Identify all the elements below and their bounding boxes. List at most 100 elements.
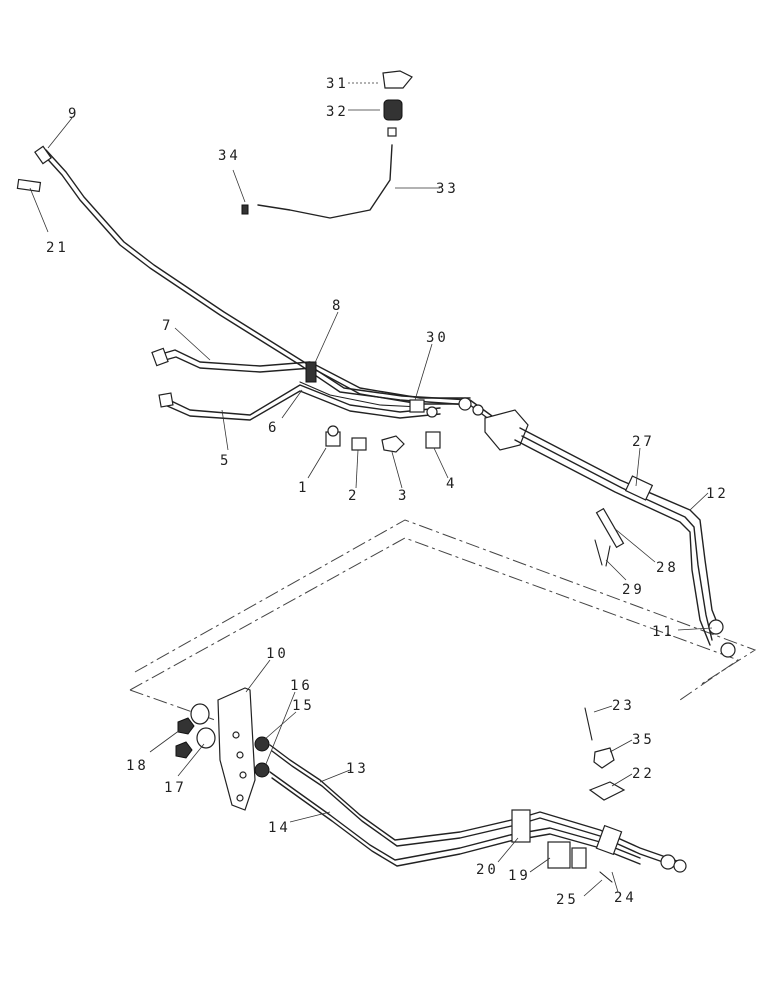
callout-28: 28 [656, 560, 679, 576]
bolt-part-25 [599, 871, 613, 883]
tube-part-12-b [521, 435, 713, 641]
leader-13 [319, 769, 351, 783]
tube-end-fitting-9 [34, 145, 52, 165]
leader-19 [529, 857, 551, 873]
bracket-hole-4 [236, 794, 244, 802]
leader-5 [221, 409, 229, 451]
coupling-nut-b [472, 404, 484, 416]
bracket-hole-2 [236, 751, 244, 759]
bracket-hole-1 [232, 731, 240, 739]
long-tube-assembly [16, 145, 493, 421]
callout-7: 7 [162, 318, 173, 334]
bolt-part-23 [584, 707, 593, 741]
tube-end-7 [151, 347, 169, 367]
tube-part-9-b [45, 149, 493, 417]
callout-labels: 9 21 31 32 33 34 7 8 30 5 6 1 2 3 4 27 1… [46, 76, 726, 908]
leader-8 [313, 311, 339, 366]
reference-outline [129, 519, 757, 721]
callout-3: 3 [398, 488, 409, 504]
leader-12 [689, 492, 709, 511]
callout-22: 22 [632, 766, 655, 782]
callout-33: 33 [436, 181, 459, 197]
leader-15 [263, 711, 297, 741]
clamp-part-24 [595, 824, 623, 856]
fitting-part-2 [351, 437, 367, 451]
sleeve-part-21 [16, 178, 42, 193]
leader-18 [149, 729, 181, 753]
callout-20: 20 [476, 862, 499, 878]
tube-part-14-b [271, 777, 641, 867]
callout-14: 14 [268, 820, 291, 836]
leader-22 [611, 773, 633, 787]
leader-27 [635, 447, 641, 487]
coupling-nut-a [458, 397, 472, 411]
valve-and-tube-12 [484, 409, 736, 658]
valve-block [484, 409, 529, 451]
clamp-part-27 [624, 475, 654, 501]
hose-cluster [151, 347, 484, 421]
callout-32: 32 [326, 104, 349, 120]
tube-part-14 [269, 771, 641, 861]
tube-part-12 [519, 427, 721, 631]
leader-28 [613, 527, 656, 563]
fitting-part-15 [254, 736, 270, 752]
callout-24: 24 [614, 890, 637, 906]
callout-4: 4 [446, 476, 457, 492]
leader-3 [391, 451, 403, 489]
leader-30 [414, 343, 433, 401]
callout-10: 10 [266, 646, 289, 662]
fitting-part-4 [425, 431, 441, 449]
tube-part-9 [41, 152, 491, 421]
callout-34: 34 [218, 148, 241, 164]
callout-27: 27 [632, 434, 655, 450]
tube-end-5 [158, 392, 174, 408]
leader-25 [583, 879, 603, 897]
leader-24 [611, 871, 619, 893]
callout-8: 8 [332, 298, 343, 314]
callout-17: 17 [164, 780, 187, 796]
fitting-part-34 [241, 204, 249, 215]
callout-25: 25 [556, 892, 579, 908]
leader-21 [29, 187, 49, 233]
bolt-part-29-a [594, 539, 603, 566]
callout-1: 1 [298, 480, 309, 496]
end-fitting-nut [660, 854, 676, 870]
clamp-part-20 [511, 809, 531, 843]
callout-13: 13 [346, 761, 369, 777]
leader-7 [174, 327, 211, 361]
end-nut-11-b [720, 642, 736, 658]
top-hose-parts [241, 70, 413, 219]
block-part-19-b [571, 847, 587, 869]
tube-part-7 [157, 349, 471, 399]
leader-9 [47, 117, 73, 149]
loose-fittings [325, 425, 441, 453]
callout-15: 15 [292, 698, 315, 714]
callout-2: 2 [348, 488, 359, 504]
leader-23 [593, 705, 613, 713]
end-nut-11-a [708, 619, 724, 635]
fitting-part-1-nut [327, 425, 339, 437]
callout-16: 16 [290, 678, 313, 694]
leader-lines [29, 82, 713, 897]
tube-part-11 [514, 439, 711, 646]
callout-11: 11 [652, 624, 675, 640]
callout-23: 23 [612, 698, 635, 714]
leader-34 [232, 169, 246, 203]
tube-part-5-b [164, 390, 441, 421]
leader-2 [355, 449, 359, 489]
callout-31: 31 [326, 76, 349, 92]
callout-35: 35 [632, 732, 655, 748]
fitting-30-nut [426, 406, 438, 418]
nut-part-32 [383, 99, 403, 121]
washer-part-17-a [190, 703, 210, 725]
hose-part-33 [257, 144, 393, 219]
leader-17 [177, 743, 205, 777]
leader-1 [307, 447, 327, 479]
bracket-hole-3 [239, 771, 247, 779]
callout-21: 21 [46, 240, 69, 256]
reference-plane-upper [134, 519, 757, 686]
nut-part-18-a [177, 717, 195, 735]
pad-part-22 [588, 781, 626, 801]
fitting-part-16 [254, 762, 270, 778]
